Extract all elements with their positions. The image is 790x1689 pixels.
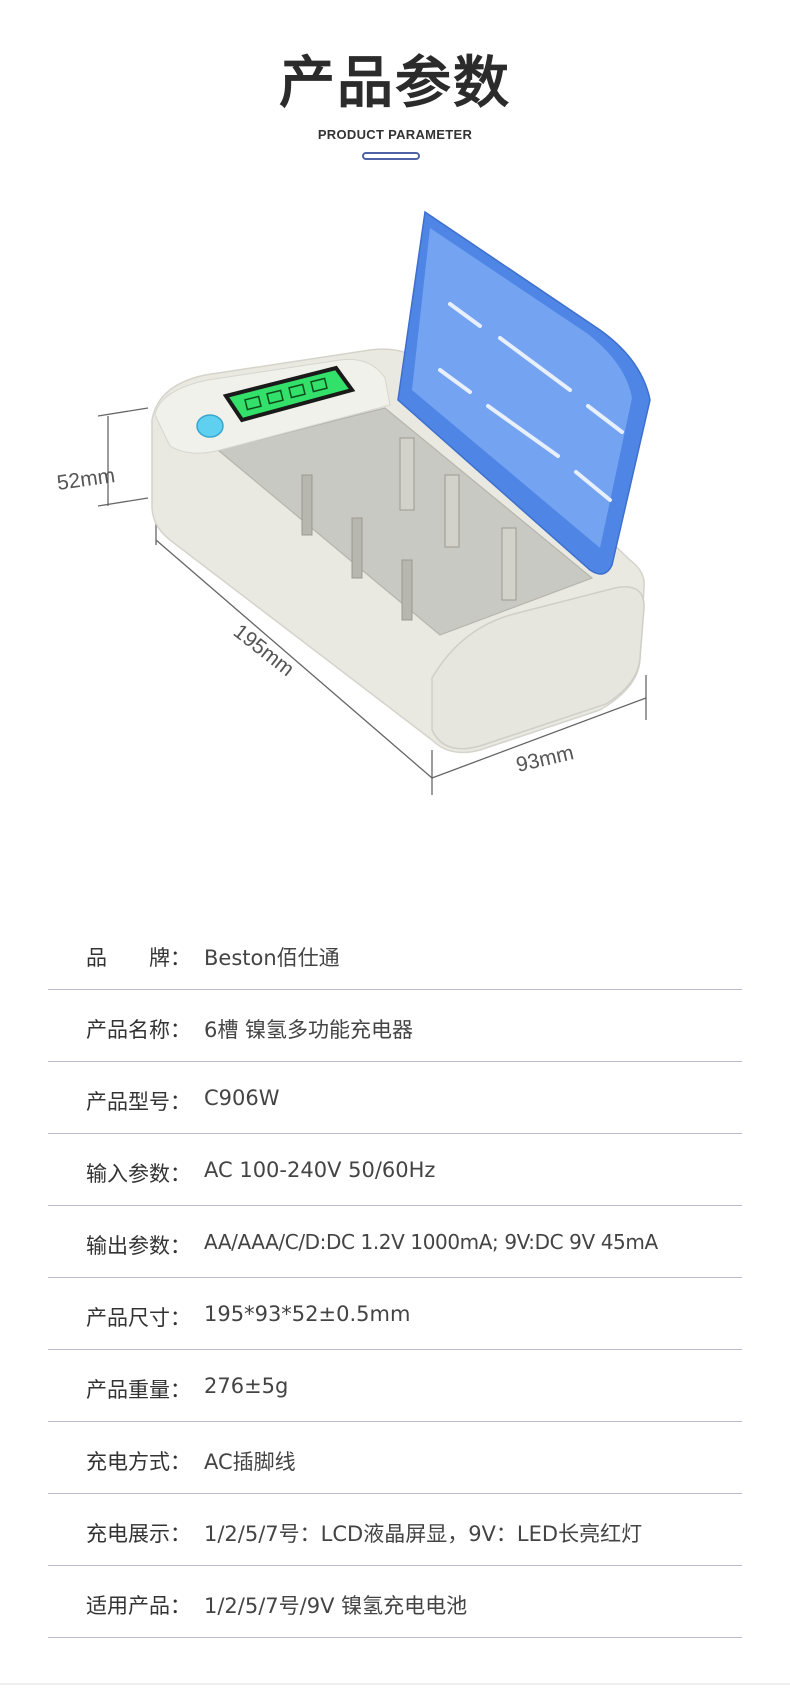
spec-label: 产品重量： (86, 1378, 191, 1402)
spec-value: Beston佰仕通 (204, 946, 340, 970)
charger-end-cap (431, 586, 645, 750)
spec-value: 195*93*52±0.5mm (204, 1302, 411, 1326)
spec-value: AC插脚线 (204, 1450, 296, 1474)
spec-value: 1/2/5/7号/9V 镍氢充电电池 (204, 1594, 468, 1618)
height-dimension-label: 52mm (55, 464, 116, 495)
title-underline (362, 152, 420, 160)
spec-row-compatible: 适用产品： 1/2/5/7号/9V 镍氢充电电池 (48, 1566, 742, 1638)
spec-value: 6槽 镍氢多功能充电器 (204, 1018, 414, 1042)
spec-label: 产品名称： (86, 1018, 191, 1042)
spec-row-product-name: 产品名称： 6槽 镍氢多功能充电器 (48, 990, 742, 1062)
charger-product-image: 52mm 195mm 93mm (55, 210, 651, 795)
spec-value: AA/AAA/C/D:DC 1.2V 1000mA; 9V:DC 9V 45mA (204, 1230, 658, 1254)
battery-compartment (216, 407, 594, 636)
spec-row-output: 输出参数： AA/AAA/C/D:DC 1.2V 1000mA; 9V:DC 9… (48, 1206, 742, 1278)
spec-row-weight: 产品重量： 276±5g (48, 1350, 742, 1422)
spec-label: 品 牌： (86, 946, 191, 970)
width-dimension-label: 93mm (514, 741, 576, 777)
spec-label: 充电方式： (86, 1450, 191, 1474)
spec-label: 充电展示： (86, 1522, 191, 1546)
power-indicator-light (196, 414, 224, 438)
spec-value: C906W (204, 1086, 280, 1110)
footer-divider (0, 1683, 790, 1685)
spec-table: 品 牌： Beston佰仕通 产品名称： 6槽 镍氢多功能充电器 产品型号： C… (48, 918, 742, 1638)
spec-row-charging-display: 充电展示： 1/2/5/7号：LCD液晶屏显，9V：LED长亮红灯 (48, 1494, 742, 1566)
page-subtitle: PRODUCT PARAMETER (317, 127, 473, 142)
spec-label: 输入参数： (86, 1162, 191, 1186)
spec-row-size: 产品尺寸： 195*93*52±0.5mm (48, 1278, 742, 1350)
spec-label: 输出参数： (86, 1234, 191, 1258)
spec-value: 276±5g (204, 1374, 289, 1398)
spec-value: AC 100-240V 50/60Hz (204, 1158, 436, 1182)
spec-value: 1/2/5/7号：LCD液晶屏显，9V：LED长亮红灯 (204, 1522, 643, 1546)
spec-row-charging-method: 充电方式： AC插脚线 (48, 1422, 742, 1494)
lid-inner-panel (412, 228, 632, 548)
spec-label: 适用产品： (86, 1594, 191, 1618)
page-title: 产品参数 (279, 51, 511, 116)
battery-contacts (301, 437, 517, 621)
spec-label: 产品型号： (86, 1090, 191, 1114)
spec-label: 产品尺寸： (86, 1306, 191, 1330)
spec-row-brand: 品 牌： Beston佰仕通 (48, 918, 742, 990)
spec-row-model: 产品型号： C906W (48, 1062, 742, 1134)
lcd-battery-icons (244, 377, 328, 411)
lid-vent-slots (438, 302, 624, 502)
spec-row-input: 输入参数： AC 100-240V 50/60Hz (48, 1134, 742, 1206)
